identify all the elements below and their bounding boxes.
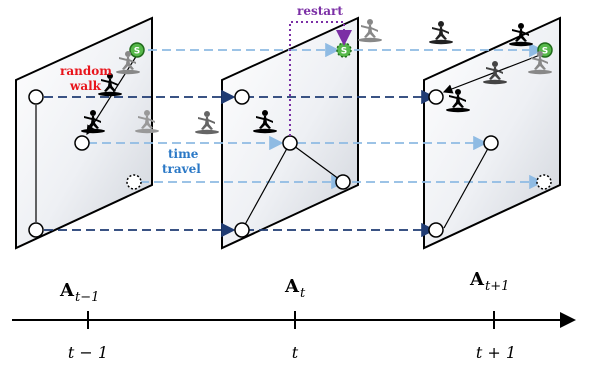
matrix-base: A — [469, 269, 485, 290]
panel-t-plus-1 — [423, 16, 561, 250]
graph-node — [234, 222, 250, 238]
graph-node — [335, 174, 351, 190]
timeline-tick-label: t — [292, 343, 299, 362]
time-travel-label-line2: travel — [162, 162, 201, 176]
start-node-label: S — [341, 47, 347, 57]
timeline-tick-label: t − 1 — [68, 343, 108, 362]
panel-t-minus-1 — [15, 16, 153, 250]
matrix-subscript: t — [300, 286, 306, 301]
timeline-tick-label: t + 1 — [476, 343, 516, 362]
matrix-label-t-plus-1: A t+1 — [469, 269, 509, 294]
panel-1-graph: S — [28, 42, 145, 238]
graph-node — [483, 135, 499, 151]
time-travel-label-line1: time — [168, 147, 199, 161]
time-travel-arrows-dark — [44, 89, 436, 238]
surfer-icon — [429, 21, 453, 45]
matrix-subscript: t−1 — [75, 290, 99, 305]
graph-node — [282, 135, 298, 151]
start-node-label: S — [542, 47, 548, 57]
random-walk-label-line2: walk — [69, 79, 102, 93]
graph-node — [536, 174, 552, 190]
panel-2-graph: S — [234, 42, 352, 238]
matrix-subscript: t+1 — [485, 279, 509, 294]
graph-node — [428, 89, 444, 105]
graph-node — [234, 89, 250, 105]
graph-node — [74, 135, 90, 151]
graph-node — [126, 174, 142, 190]
start-node — [129, 42, 145, 58]
matrix-label-t-minus-1: A t−1 — [59, 280, 99, 305]
matrix-base: A — [284, 276, 300, 297]
surfer-icon — [358, 19, 382, 43]
restart-path — [289, 21, 352, 136]
panel-t — [221, 16, 359, 250]
graph-node — [28, 89, 44, 105]
restart-label: restart — [297, 4, 343, 18]
surfer-icon — [195, 111, 219, 135]
time-travel-arrows-light — [88, 42, 544, 190]
matrix-label-t: A t — [284, 276, 306, 301]
graph-node — [428, 222, 444, 238]
start-node-label: S — [134, 47, 140, 57]
random-walk-label-line1: random — [60, 64, 112, 78]
matrix-base: A — [59, 280, 75, 301]
timeline-axis — [12, 311, 576, 329]
graph-node — [28, 222, 44, 238]
